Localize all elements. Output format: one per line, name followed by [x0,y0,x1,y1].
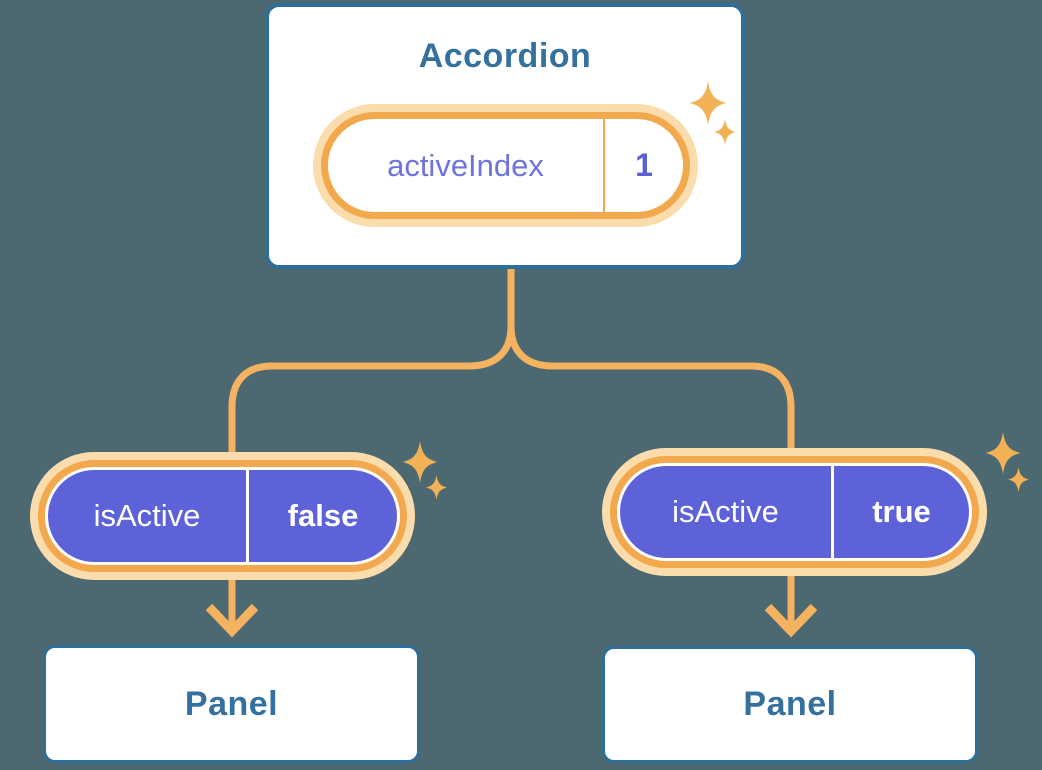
prop-pill-false: isActive false [30,452,415,580]
panel-title: Panel [743,685,837,723]
panel-card-right: Panel [602,646,978,763]
connector-right-branch [507,266,795,628]
prop-value: false [287,498,359,533]
sparkle-icon [689,81,727,125]
prop-pill-core: isActive true [620,466,969,558]
prop-pill-core: isActive false [48,470,397,562]
arrow-down-icon [205,603,259,638]
prop-pill-body: isActive true [610,456,979,568]
pill-divider [603,119,605,212]
prop-pill-body: isActive false [38,460,407,572]
prop-pill-true: isActive true [602,448,987,576]
state-pill: activeIndex 1 [313,104,698,227]
prop-label: isActive [93,498,201,533]
sparkle-icon [426,475,447,500]
prop-value: true [872,494,931,529]
pill-divider [831,466,834,558]
sparkle-icon [985,432,1021,474]
prop-label: isActive [672,494,779,529]
pill-divider [246,470,249,562]
accordion-title: Accordion [418,37,592,75]
connector-left-branch [228,266,515,628]
accordion-card: Accordion activeIndex 1 [265,3,745,269]
panel-card-left: Panel [43,645,420,763]
sparkle-icon [714,119,736,145]
state-pill-label: activeIndex [387,147,544,183]
arrow-down-icon [764,603,818,638]
state-pill-body: activeIndex 1 [321,112,690,219]
sparkle-icon [1008,467,1029,492]
panel-title: Panel [184,684,279,723]
state-pill-value: 1 [635,147,653,183]
sparkle-icon [402,441,438,483]
